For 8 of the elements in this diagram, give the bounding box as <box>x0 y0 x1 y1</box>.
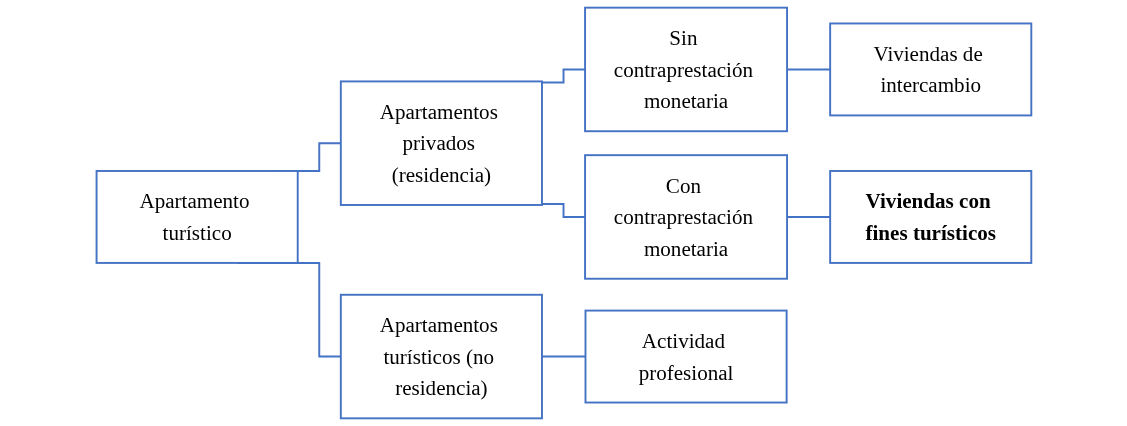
node-box: Apartamento turístico <box>95 170 299 264</box>
node-box: Apartamentos turísticos (no residencia) <box>339 293 543 420</box>
node-box: Sin contraprestación monetaria <box>583 6 788 133</box>
node-box: Con contraprestación monetaria <box>583 154 788 280</box>
node-box: Viviendas de intercambio <box>828 22 1032 117</box>
node-box: Actividad profesional <box>584 309 788 404</box>
node-box: Apartamentos privados (residencia) <box>339 80 543 206</box>
node-box: Viviendas con fines turísticos <box>828 170 1032 264</box>
